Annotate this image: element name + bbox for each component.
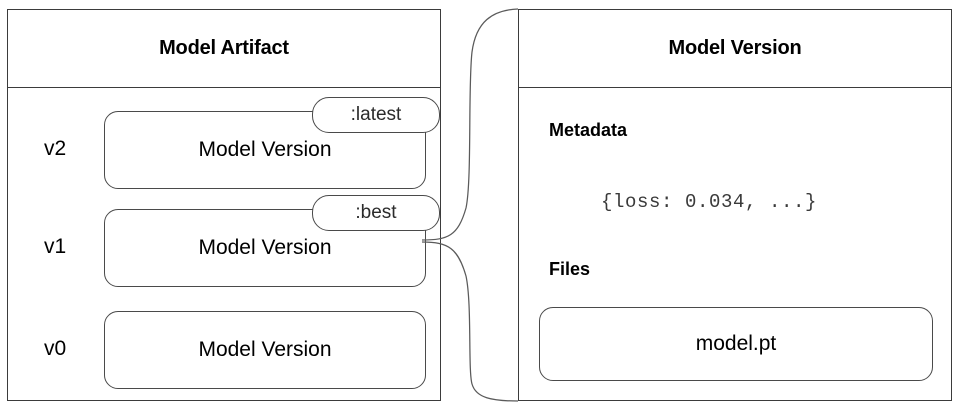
files-heading: Files — [549, 259, 591, 279]
version-row-v1[interactable]: v1 Model Version :best — [8, 195, 440, 287]
version-label-v1: v1 — [44, 235, 67, 258]
metadata-heading: Metadata — [549, 120, 628, 140]
version-label-v2: v2 — [44, 137, 67, 160]
file-item-model-pt[interactable]: model.pt — [539, 307, 933, 381]
version-row-v0[interactable]: v0 Model Version — [8, 311, 440, 389]
version-row-v2[interactable]: v2 Model Version :latest — [8, 97, 440, 189]
model-version-body: Metadata {loss: 0.034, ...} Files model.… — [519, 87, 951, 400]
model-artifact-panel: Model Artifact v2 Model Version :latest … — [7, 9, 441, 401]
tag-pill-latest[interactable]: :latest — [312, 97, 440, 133]
model-version-title: Model Version — [519, 10, 951, 88]
tag-pill-best[interactable]: :best — [312, 195, 440, 231]
model-version-panel: Model Version Metadata {loss: 0.034, ...… — [518, 9, 952, 401]
model-artifact-body: v2 Model Version :latest v1 Model Versio… — [8, 87, 440, 400]
version-label-v0: v0 — [44, 337, 67, 360]
version-box-v0[interactable]: Model Version — [104, 311, 426, 389]
metadata-value: {loss: 0.034, ...} — [601, 191, 818, 213]
model-artifact-title: Model Artifact — [8, 10, 440, 88]
